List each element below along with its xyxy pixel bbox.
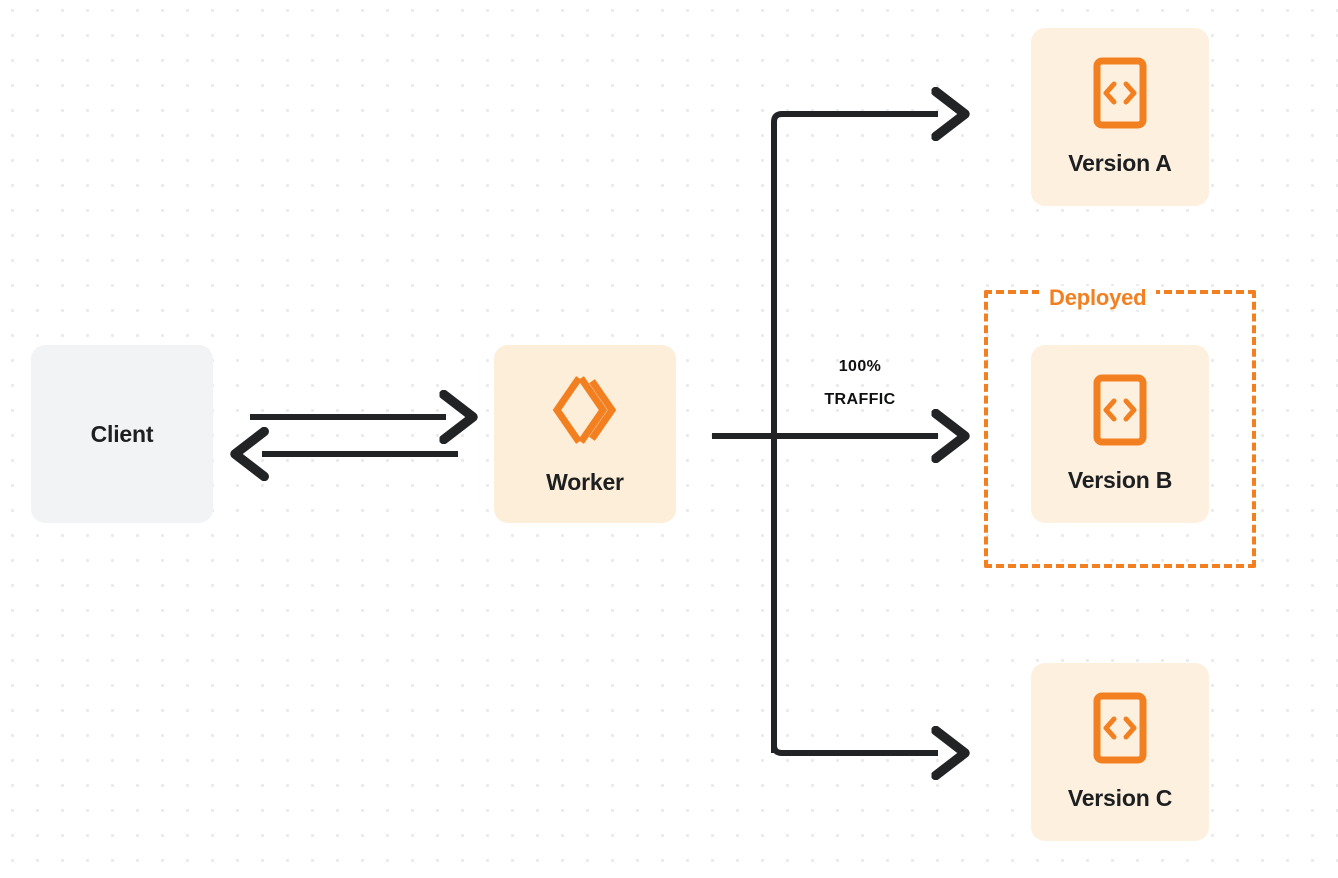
traffic-word: TRAFFIC [824,391,896,408]
node-version-a-label: Version A [1068,150,1172,176]
traffic-percent: 100% [838,358,882,375]
cloudflare-workers-logo-icon [547,372,623,453]
node-version-c[interactable]: Version C [1031,663,1209,841]
code-brackets-icon [1093,57,1147,134]
node-client[interactable]: Client [31,345,213,523]
node-version-b-label: Version B [1067,467,1173,493]
edge-branch-version-a [771,114,938,436]
node-client-label: Client [90,420,154,447]
node-version-c-label: Version C [1067,785,1173,811]
deployed-frame-label: Deployed [1039,286,1157,310]
code-brackets-icon [1093,374,1147,451]
code-brackets-icon [1093,692,1147,769]
node-version-b[interactable]: Version B [1031,345,1209,523]
node-worker-label: Worker [546,469,624,495]
node-version-a[interactable]: Version A [1031,28,1209,206]
traffic-label: 100% TRAFFIC [790,350,930,416]
edge-branch-version-c [771,745,938,753]
node-worker[interactable]: Worker [494,345,676,523]
